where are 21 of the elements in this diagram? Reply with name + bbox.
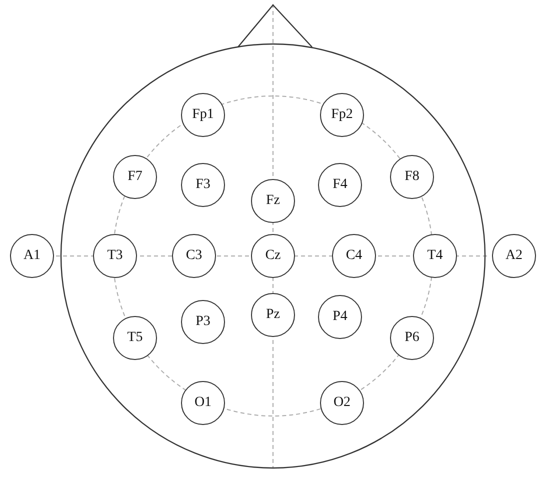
electrode-circle: P3 bbox=[181, 300, 225, 344]
electrode-circle: Fp2 bbox=[320, 93, 364, 137]
electrode-circle: Pz bbox=[251, 293, 295, 337]
electrode-circle: F4 bbox=[318, 163, 362, 207]
electrode-circle: F8 bbox=[390, 155, 434, 199]
electrode-circle: T3 bbox=[93, 234, 137, 278]
electrode-circle: T4 bbox=[413, 234, 457, 278]
electrode-circle: O2 bbox=[320, 381, 364, 425]
electrode-circle: Fp1 bbox=[181, 93, 225, 137]
electrode-circle: T5 bbox=[113, 316, 157, 360]
electrode-circle: F3 bbox=[181, 163, 225, 207]
electrode-circle: A1 bbox=[10, 234, 54, 278]
electrode-circle: Cz bbox=[251, 234, 295, 278]
electrode-circle: C4 bbox=[332, 234, 376, 278]
electrode-circle: P6 bbox=[390, 316, 434, 360]
electrode-circle: C3 bbox=[172, 234, 216, 278]
electrode-circle: Fz bbox=[251, 179, 295, 223]
electrode-circle: A2 bbox=[492, 234, 536, 278]
electrode-circle: O1 bbox=[181, 381, 225, 425]
electrode-circle: F7 bbox=[113, 155, 157, 199]
electrode-circle: P4 bbox=[318, 295, 362, 339]
